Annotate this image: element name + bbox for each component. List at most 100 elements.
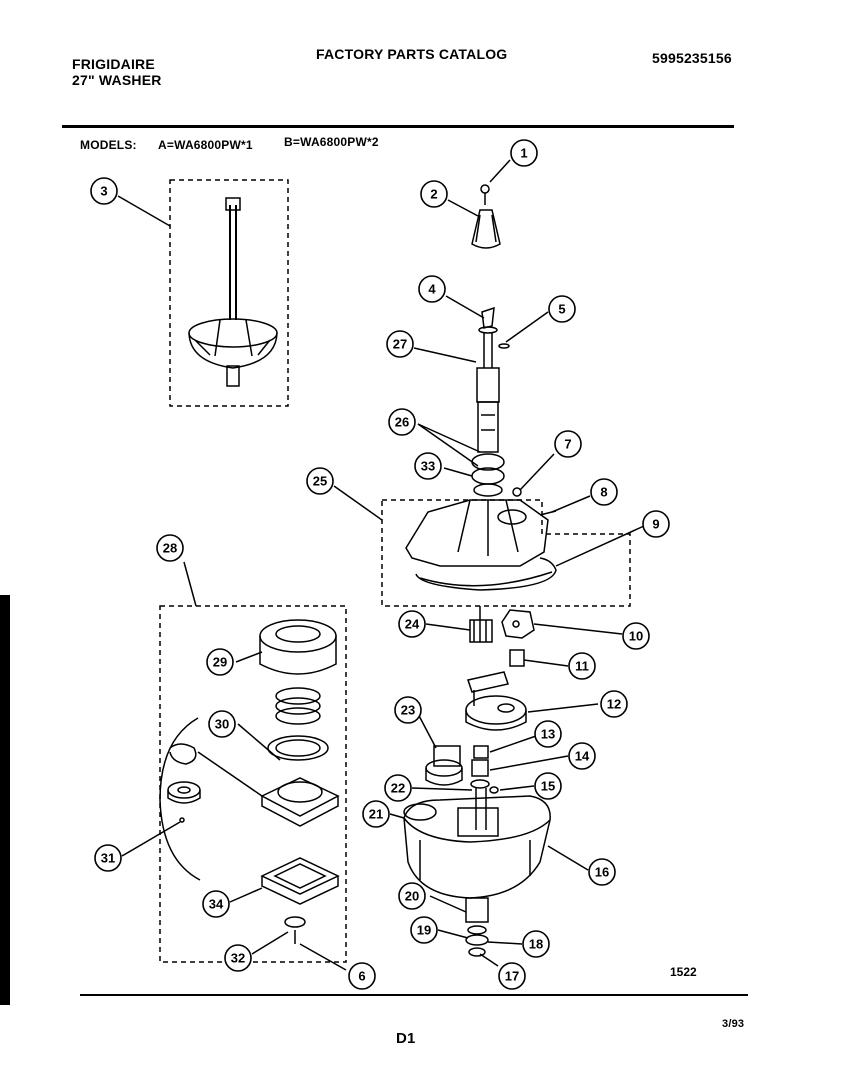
callout-26: 26	[395, 415, 409, 430]
part-bottom-fasteners	[465, 897, 489, 957]
callout-circle-27	[386, 330, 414, 358]
callout-circle-32	[224, 944, 252, 972]
callout-circle-28	[156, 534, 184, 562]
callout-19: 19	[417, 923, 431, 938]
callout-25: 25	[313, 474, 327, 489]
part-main-shaft-column	[471, 306, 510, 497]
callout-circle-24	[398, 610, 426, 638]
callout-circle-22	[384, 774, 412, 802]
part-bolt-and-cap	[471, 184, 501, 249]
callout-circle-18	[522, 930, 550, 958]
assembly-box-28	[159, 605, 347, 963]
callout-9: 9	[652, 517, 659, 532]
callout-17: 17	[505, 969, 519, 984]
callout-6: 6	[358, 969, 365, 984]
callout-22: 22	[391, 781, 405, 796]
callout-circle-13	[534, 720, 562, 748]
callout-circle-20	[398, 882, 426, 910]
models-label: MODELS:	[80, 138, 137, 152]
part-bearing-housing	[260, 777, 340, 827]
callout-12: 12	[607, 697, 621, 712]
callout-circle-23	[394, 696, 422, 724]
callout-11: 11	[575, 659, 589, 674]
callout-27: 27	[393, 337, 407, 352]
assembly-box-25	[381, 499, 631, 607]
callout-30: 30	[215, 717, 229, 732]
callout-circle-25	[306, 467, 334, 495]
catalog-title: FACTORY PARTS CATALOG	[316, 46, 508, 62]
callout-28: 28	[163, 541, 177, 556]
part-gear-23	[425, 745, 463, 786]
inset-outline	[159, 717, 201, 881]
callout-circle-26	[388, 408, 416, 436]
brand-label: FRIGIDAIRE	[72, 56, 155, 72]
callout-circle-6	[348, 962, 376, 990]
model-a: A=WA6800PW*1	[158, 138, 253, 152]
revision-date: 3/93	[722, 1018, 745, 1030]
callout-2: 2	[430, 187, 437, 202]
model-b: B=WA6800PW*2	[284, 135, 379, 149]
diagram-code: 1522	[670, 965, 697, 979]
callout-circle-21	[362, 800, 390, 828]
callout-circle-29	[206, 648, 234, 676]
callout-23: 23	[401, 703, 415, 718]
callout-13: 13	[541, 727, 555, 742]
catalog-number: 5995235156	[652, 50, 732, 66]
callout-10: 10	[629, 629, 643, 644]
callout-5: 5	[558, 302, 565, 317]
part-gear-12	[465, 695, 527, 731]
callout-7: 7	[564, 437, 571, 452]
callout-31: 31	[101, 851, 115, 866]
callout-circle-8	[590, 478, 618, 506]
footer-rule	[80, 994, 748, 996]
callout-circle-3	[90, 177, 118, 205]
callout-circle-14	[568, 742, 596, 770]
callout-circle-34	[202, 890, 230, 918]
page-code: D1	[396, 1030, 416, 1047]
callout-34: 34	[209, 897, 224, 912]
callout-circle-15	[534, 772, 562, 800]
callout-33: 33	[421, 459, 435, 474]
part-cam-10	[501, 609, 535, 639]
part-agitator-shaft-assembly	[188, 197, 278, 387]
callout-circle-16	[588, 858, 616, 886]
part-seal-29	[259, 619, 337, 675]
part-crank-11	[467, 649, 525, 706]
callout-21: 21	[369, 807, 383, 822]
callout-circle-30	[208, 710, 236, 738]
part-transmission-top-housing	[405, 487, 557, 591]
callout-4: 4	[428, 282, 436, 297]
part-washer-32	[284, 916, 306, 944]
header-rule	[62, 125, 734, 128]
part-pinion-24	[469, 606, 493, 643]
callout-circle-4	[418, 275, 446, 303]
callout-1: 1	[520, 146, 527, 161]
callout-14: 14	[575, 749, 590, 764]
callout-15: 15	[541, 779, 555, 794]
part-base-34	[260, 857, 340, 905]
callout-circle-11	[568, 652, 596, 680]
assembly-box-3	[169, 179, 289, 407]
callout-circle-12	[600, 690, 628, 718]
callout-3: 3	[100, 184, 107, 199]
product-label: 27" WASHER	[72, 72, 162, 88]
callout-circle-1	[510, 139, 538, 167]
callout-circle-33	[414, 452, 442, 480]
callout-circle-5	[548, 295, 576, 323]
callout-circle-17	[498, 962, 526, 990]
part-lower-gearcase	[403, 795, 551, 899]
callout-circle-2	[420, 180, 448, 208]
callout-8: 8	[600, 485, 607, 500]
scan-edge-left	[0, 595, 10, 1005]
callout-circle-7	[554, 430, 582, 458]
part-ring-30	[267, 735, 329, 761]
part-retainer-ring	[169, 743, 197, 765]
callout-18: 18	[529, 937, 543, 952]
part-shaft-stack-13-14-15	[470, 745, 499, 830]
callout-16: 16	[595, 865, 609, 880]
callout-20: 20	[405, 889, 419, 904]
callout-29: 29	[213, 655, 227, 670]
callout-24: 24	[405, 617, 420, 632]
callout-circle-19	[410, 916, 438, 944]
